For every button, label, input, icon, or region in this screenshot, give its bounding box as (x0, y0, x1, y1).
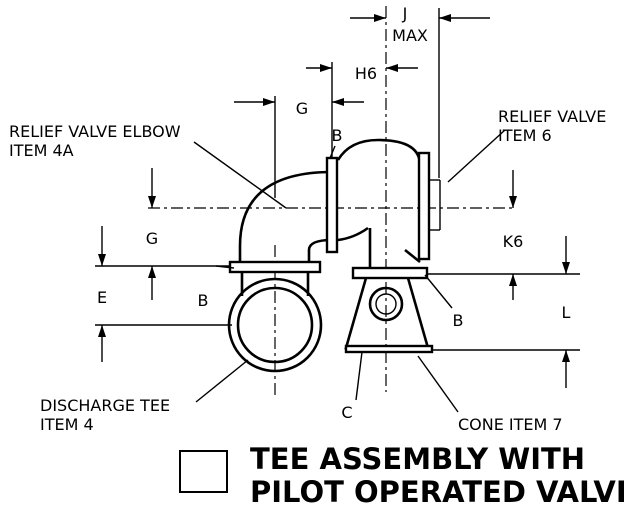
cone-item-7 (344, 266, 434, 354)
dimension-arrows (98, 14, 570, 388)
dim-j-max-label: MAX (392, 26, 428, 45)
dim-e-label: E (97, 288, 107, 307)
callout-labels: RELIEF VALVE ELBOW ITEM 4A RELIEF VALVE … (9, 107, 606, 434)
relief-valve-label: RELIEF VALVE (498, 107, 606, 126)
dim-l-label: L (562, 303, 571, 322)
b-right-label: B (453, 311, 464, 330)
leader-lines (193, 129, 506, 413)
dim-j-label: J (402, 4, 408, 23)
discharge-tee-label: DISCHARGE TEE (40, 396, 170, 415)
dim-g-top-label: G (296, 99, 308, 118)
relief-valve-flanges (325, 151, 441, 261)
discharge-tee-item: ITEM 4 (40, 415, 94, 434)
relief-valve-elbow-label: RELIEF VALVE ELBOW (9, 122, 181, 141)
dim-h6-label: H6 (355, 64, 377, 83)
cone-item-label: CONE ITEM 7 (458, 415, 563, 434)
dim-k6-label: K6 (503, 232, 524, 251)
b-top-label: B (332, 126, 343, 145)
extension-lines (95, 8, 580, 351)
legend-title-line1: TEE ASSEMBLY WITH (250, 442, 585, 476)
dimension-labels: J MAX H6 G G K6 E L (97, 4, 571, 322)
relief-valve-elbow-item: ITEM 4A (9, 141, 74, 160)
legend-title-line2: PILOT OPERATED VALVE (250, 475, 624, 506)
legend-box (179, 450, 228, 493)
legend: TEE ASSEMBLY WITH PILOT OPERATED VALVE (179, 442, 624, 506)
c-label: C (341, 403, 352, 422)
dim-g-left-label: G (146, 229, 158, 248)
b-left-label: B (198, 291, 209, 310)
relief-valve-item: ITEM 6 (498, 126, 552, 145)
